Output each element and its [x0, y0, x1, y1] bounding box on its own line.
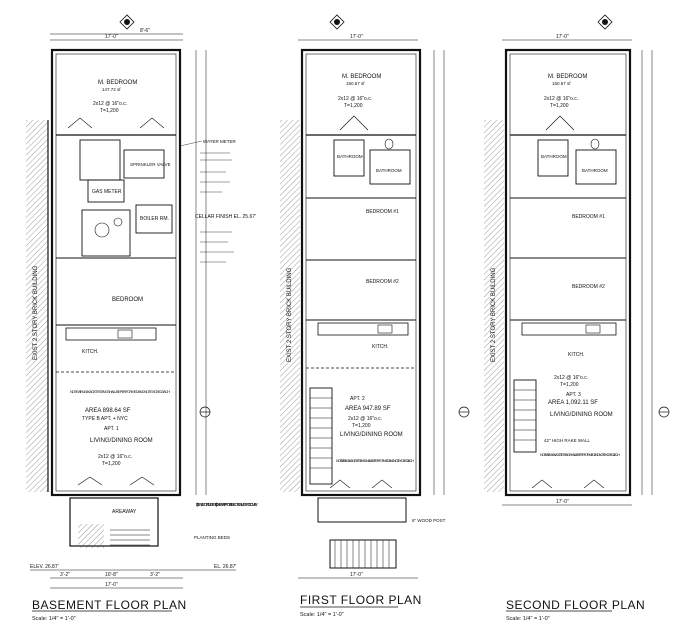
second-floor-plan-scale: Scale: 1/4" = 1'-0" [506, 616, 550, 622]
basement-floor-plan: 17'-0" 8'-6" EXIST 2 STORY BRICK BUILDIN… [26, 14, 258, 622]
dim-top-split: 8'-6" [140, 28, 150, 34]
bedroom-2-label: BEDROOM #2 [572, 284, 605, 290]
header-note-2: T=1,200 [100, 108, 119, 114]
dim-bottom-c: 3'-2" [150, 572, 160, 578]
section-marker-icon [458, 406, 470, 418]
header-note-b: 2x12 @ 16"o.c. [348, 416, 382, 422]
m-bedroom-area: 147.72 sf [102, 87, 121, 92]
bathroom-1-label: BATHROOM [337, 154, 363, 159]
adjacent-building-hatch [26, 120, 48, 492]
front-steps [329, 539, 397, 569]
wood-post-note: 6" WOOD POST [412, 518, 446, 523]
adjacent-building-hatch [280, 120, 300, 492]
bedroom-1-label: BEDROOM #1 [366, 209, 399, 215]
apt-area: AREA 1,092.11 SF [548, 400, 598, 406]
m-bedroom-label: M. BEDROOM [342, 74, 381, 80]
north-marker-icon [119, 14, 135, 30]
second-floor-plan-title: SECOND FLOOR PLAN [506, 598, 645, 612]
air-leakage-note: NOTE: AIR LEAKAGE TESTING SHALL BE PERFO… [540, 452, 620, 457]
m-bedroom-label: M. BEDROOM [548, 74, 587, 80]
adjacent-building-label: EXIST 2 STORY BRICK BUILDING [287, 267, 293, 362]
bedroom-1-label: BEDROOM #1 [572, 214, 605, 220]
header-note-b: 2x12 @ 16"o.c. [98, 454, 132, 460]
bedroom-label: BEDROOM [112, 297, 143, 303]
bathroom-1-label: BATHROOM [541, 154, 567, 159]
apt-name: APT. 3 [566, 392, 581, 398]
stair [309, 387, 333, 485]
living-dining-label: LIVING/DINING ROOM [550, 412, 613, 418]
section-marker-icon [199, 406, 211, 418]
second-floor-plan: 17'-0" EXIST 2 STORY BRICK BUILDING M. B… [484, 14, 670, 622]
first-floor-plan-scale: Scale: 1/4" = 1'-0" [300, 612, 344, 618]
header-note-b2: T=1,200 [102, 461, 121, 467]
apt-name: APT. 2 [350, 396, 365, 402]
bathroom-2-label: BATHROOM [376, 168, 402, 173]
bedroom-2-label: BEDROOM #2 [366, 279, 399, 285]
dim-bottom: 17'-0" [556, 499, 569, 505]
header-note-2: T=1,200 [550, 103, 569, 109]
dim-bottom: 17'-0" [350, 572, 363, 578]
living-dining-label: LIVING/DINING ROOM [340, 432, 403, 438]
areaway-label: AREAWAY [112, 509, 137, 515]
header-note-2: T=1,200 [344, 103, 363, 109]
boiler-label: BOILER RM. [140, 216, 169, 222]
air-leakage-note: NOTE: AIR LEAKAGE TESTING SHALL BE PERFO… [336, 458, 414, 463]
basement-outer-wall [50, 48, 182, 497]
apt-area: AREA 947.89 SF [345, 406, 391, 412]
adjacent-building-label: EXIST 2 STORY BRICK BUILDING [33, 265, 39, 360]
north-marker-icon [329, 14, 345, 30]
kitchen-label: KITCH. [372, 344, 388, 350]
apt-name: APT. 1 [104, 426, 119, 432]
water-meter-room [79, 139, 121, 181]
basement-plan-scale: Scale: 1/4" = 1'-0" [32, 616, 76, 622]
apt-type: TYPE B APT. + NYC [82, 416, 128, 422]
dim-bottom-a: 3'-2" [60, 572, 70, 578]
kitchen-label: KITCH. [568, 352, 584, 358]
dim-top: 17'-0" [105, 34, 118, 40]
basement-plan-title: BASEMENT FLOOR PLAN [32, 598, 187, 612]
header-note: 2x12 @ 16"o.c. [93, 101, 127, 107]
section-marker-icon [658, 406, 670, 418]
header-note-b2: T=1,200 [560, 382, 579, 388]
gas-meter-label: GAS METER [92, 189, 122, 195]
dim-top: 17'-0" [350, 34, 363, 40]
cellar-elevation: CELLAR FINISH EL. 25.67' [195, 214, 256, 220]
m-bedroom-area: 150.67 sf [346, 81, 365, 86]
header-note-b: 2x12 @ 16"o.c. [554, 375, 588, 381]
elev-right: EL. 26.87' [214, 564, 236, 570]
planting-beds-note: PLANTING BEDS [194, 535, 230, 540]
areaway [69, 497, 159, 547]
adjacent-building-hatch [484, 120, 504, 492]
m-bedroom-area: 150.67 sf [552, 81, 571, 86]
header-note: 2x12 @ 16"o.c. [338, 96, 372, 102]
stair [513, 379, 537, 453]
electric-meters-note: (3) NEW ELECTRIC METERS (1) ONE PER APT.… [196, 502, 258, 507]
elev-left: ELEV. 26.87' [30, 564, 59, 570]
second-floor-outer-wall [504, 48, 632, 497]
first-floor-outer-wall [300, 48, 422, 497]
north-marker-icon [597, 14, 613, 30]
header-note: 2x12 @ 16"o.c. [544, 96, 578, 102]
first-floor-plan: 17'-0" EXIST 2 STORY BRICK BUILDING M. B… [280, 14, 470, 618]
sprinkler-label: SPRINKLER VALVE [130, 162, 171, 167]
bathroom-2-label: BATHROOM [582, 168, 608, 173]
water-meter-label: WATER METER [203, 139, 236, 144]
apt-area: AREA 898.64 SF [85, 408, 131, 414]
first-floor-plan-title: FIRST FLOOR PLAN [300, 593, 422, 607]
adjacent-building-label: EXIST 2 STORY BRICK BUILDING [491, 267, 497, 362]
air-leakage-note: NOTE: AIR LEAKAGE TESTING SHALL BE PERFO… [70, 389, 170, 394]
dim-bottom: 17'-0" [105, 582, 118, 588]
living-dining-label: LIVING/DINING ROOM [90, 438, 153, 444]
m-bedroom-label: M. BEDROOM [98, 80, 137, 86]
rake-wall-note: 42" HIGH RAKE WALL [544, 438, 590, 443]
kitchen-label: KITCH. [82, 349, 98, 355]
header-note-b2: T=1,200 [352, 423, 371, 429]
dim-top: 17'-0" [556, 34, 569, 40]
dim-bottom-b: 10'-8" [105, 572, 118, 578]
